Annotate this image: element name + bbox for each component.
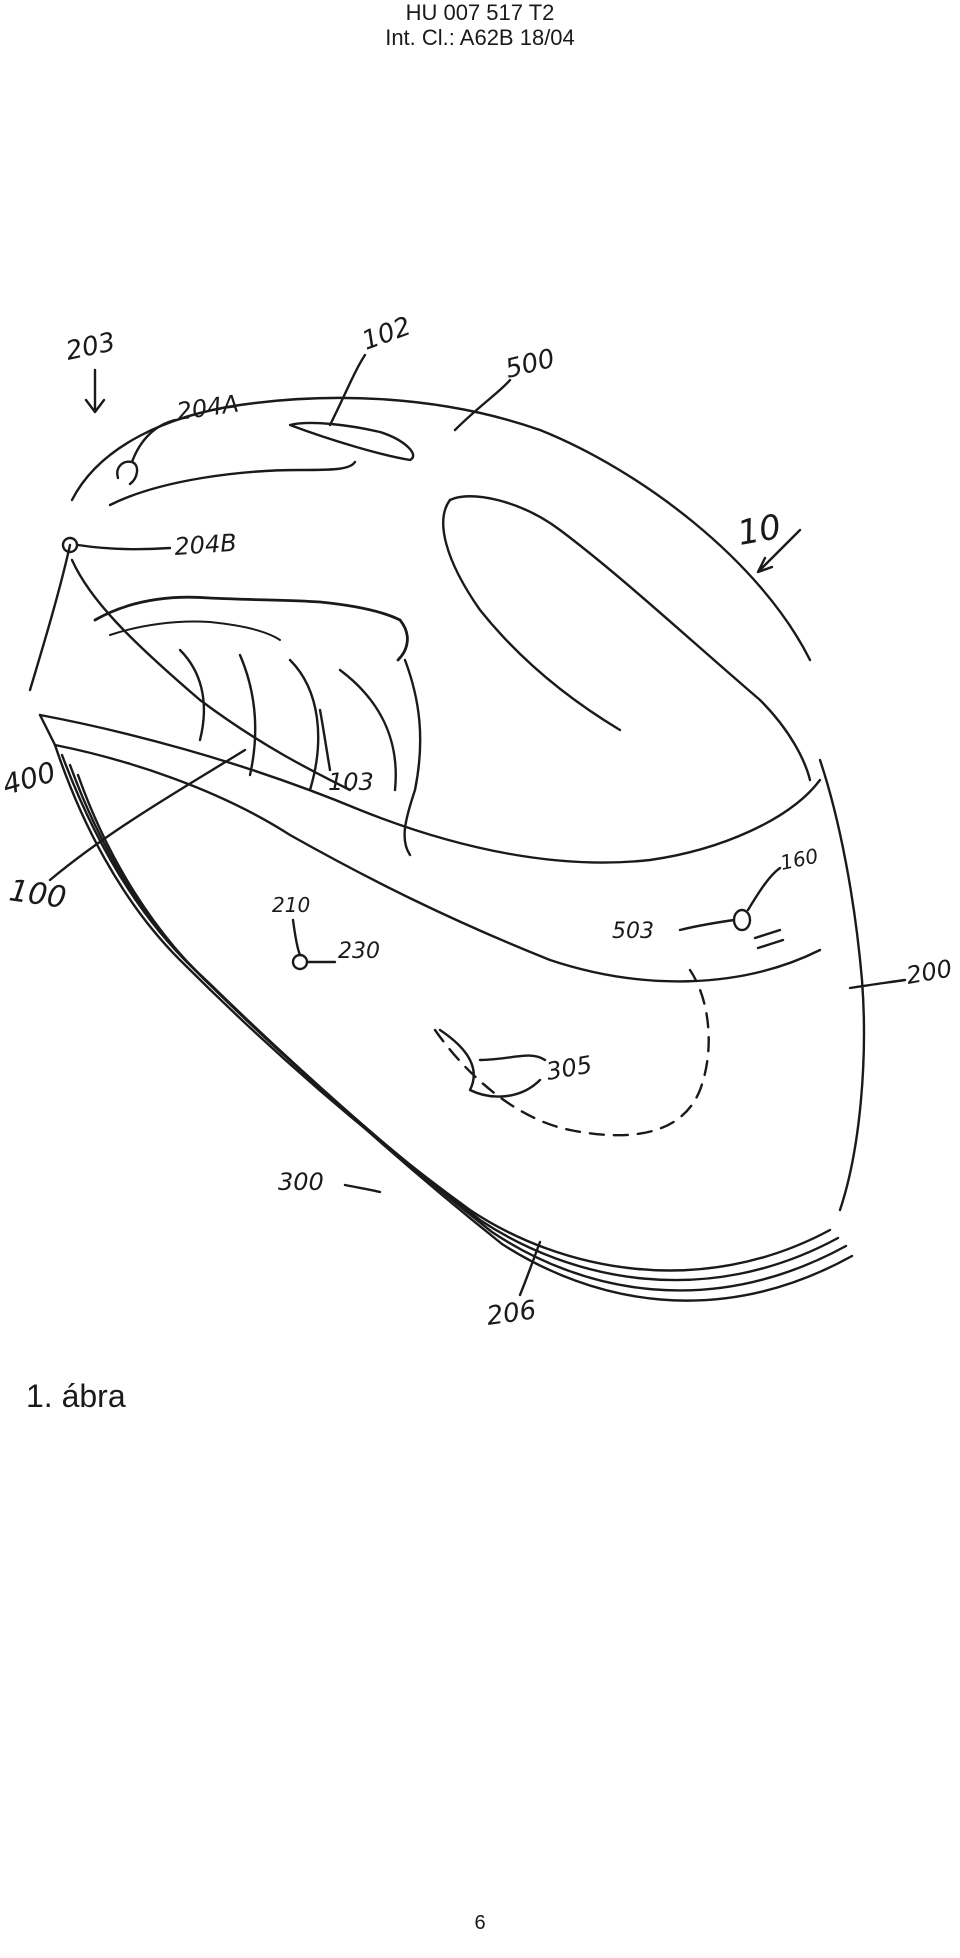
bump-204a	[116, 460, 139, 486]
leader-203-arrow	[84, 368, 106, 414]
ref-204a: 204A	[175, 390, 241, 426]
bottom-rim-3	[68, 763, 848, 1292]
collar-band-bottom	[53, 743, 822, 983]
patent-figure-drawing: 203 204A 102 500 204B 10 400 103 100 210…	[0, 311, 954, 1332]
leader-100	[48, 748, 247, 882]
connector-230	[291, 953, 309, 971]
ref-500: 500	[502, 344, 557, 385]
ref-503: 503	[612, 919, 654, 944]
head-hair-line	[93, 595, 409, 662]
bottom-rim-4	[76, 773, 854, 1302]
chin-dashed-contour	[433, 968, 710, 1137]
leader-503	[678, 918, 736, 932]
leader-160	[746, 866, 782, 912]
document-header: HU 007 517 T2 Int. Cl.: A62B 18/04	[0, 0, 960, 50]
chin-feature-line-2	[478, 1054, 547, 1062]
collar-band-left-end	[38, 713, 57, 747]
ref-160: 160	[778, 843, 820, 874]
ref-400: 400	[0, 755, 59, 801]
visor-s-curve-inner	[442, 498, 622, 732]
ref-103: 103	[328, 768, 374, 796]
hood-outer-contour	[70, 396, 812, 662]
top-slot	[288, 421, 415, 462]
fastener-160	[732, 908, 752, 932]
inner-visor-curve	[403, 658, 422, 857]
ref-230: 230	[338, 939, 380, 964]
leader-103	[318, 708, 332, 772]
fastener-marks	[753, 928, 785, 950]
lower-body-right	[818, 758, 866, 1212]
ref-204b: 204B	[173, 529, 237, 561]
face-line-4	[338, 668, 397, 792]
ref-203: 203	[63, 327, 118, 367]
collar-band-top	[38, 713, 822, 864]
patent-number: HU 007 517 T2	[405, 0, 555, 25]
face-opening-contour	[70, 558, 352, 792]
leader-200	[848, 978, 907, 990]
ref-102: 102	[358, 311, 415, 356]
ref-305: 305	[544, 1050, 594, 1086]
ref-100: 100	[7, 873, 69, 916]
head-hair-line-2	[109, 620, 281, 641]
chin-feature-line	[438, 1028, 542, 1098]
leader-204b	[76, 543, 172, 551]
visor-s-curve	[448, 495, 812, 782]
leader-500	[453, 378, 512, 432]
visor-top-edge	[108, 460, 357, 507]
leader-206	[518, 1240, 542, 1297]
classification-code: Int. Cl.: A62B 18/04	[385, 25, 575, 50]
face-line-2	[238, 653, 257, 777]
ref-200: 200	[904, 954, 954, 990]
face-line-1	[178, 648, 206, 742]
leader-102	[328, 353, 367, 427]
leader-400	[28, 543, 72, 692]
leader-204a	[130, 418, 177, 464]
ref-10: 10	[735, 507, 785, 554]
ref-300: 300	[278, 1168, 324, 1196]
ref-206: 206	[485, 1295, 538, 1332]
page-number: 6	[474, 1912, 486, 1934]
ref-210: 210	[272, 893, 310, 917]
face-line-3	[288, 658, 320, 792]
figure-caption: 1. ábra	[26, 1378, 126, 1414]
leader-210	[291, 918, 302, 957]
leader-300	[343, 1183, 382, 1194]
leader-10-arrow	[756, 528, 802, 574]
